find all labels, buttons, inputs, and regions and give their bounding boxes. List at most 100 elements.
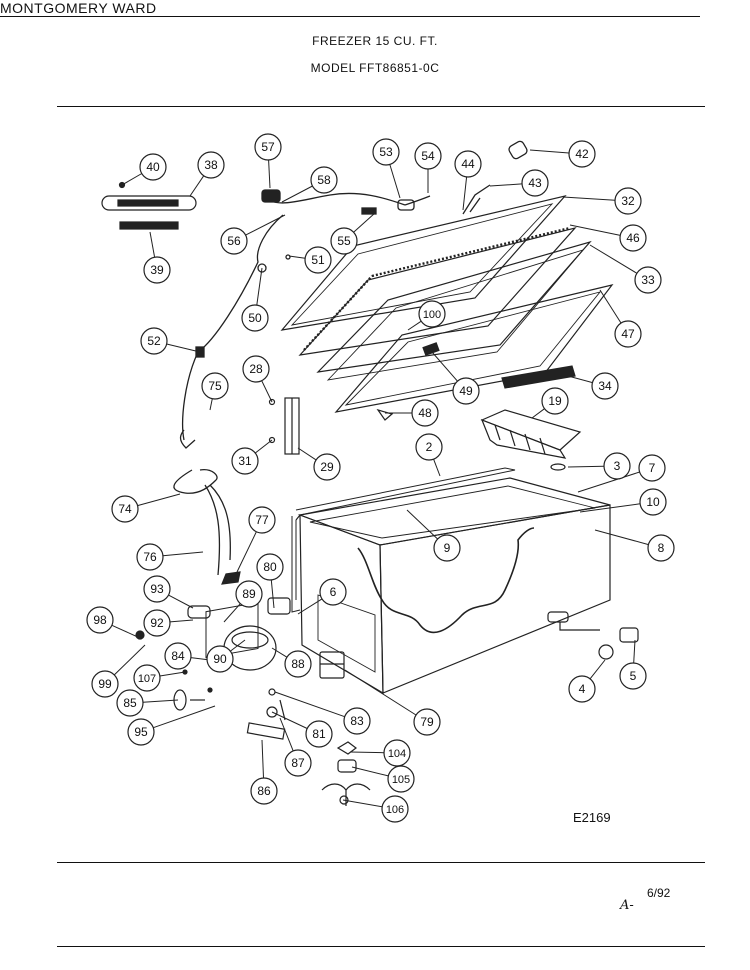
callout-label-58: 58 [317,173,331,187]
callout-85: 85 [116,689,144,717]
callout-89: 89 [235,580,263,608]
callout-label-3: 3 [614,459,621,473]
leader-line-55 [353,212,376,233]
callout-99: 99 [91,670,119,698]
callout-52: 52 [140,327,168,355]
leader-line-46 [569,224,621,236]
callout-circle-83 [343,707,371,735]
leader-line-107 [159,671,186,677]
callout-label-8: 8 [658,541,665,555]
callout-circle-75 [201,372,229,400]
figure-code: E2169 [573,810,611,825]
callout-47: 47 [614,320,642,348]
callout-77: 77 [248,506,276,534]
drain-assembly [547,463,639,660]
callout-32: 32 [614,187,642,215]
callout-circle-93 [143,575,171,603]
callout-33: 33 [634,266,662,294]
callout-circle-104 [383,739,411,767]
callout-circle-38 [197,151,225,179]
lid-assembly [280,194,614,413]
leader-line-31 [254,439,273,454]
callout-circle-86 [250,777,278,805]
callout-circle-89 [235,580,263,608]
callout-label-75: 75 [208,379,222,393]
leader-line-81 [271,711,308,729]
callout-88: 88 [284,650,312,678]
leader-line-88 [271,647,288,658]
callout-label-87: 87 [291,756,305,770]
callout-label-5: 5 [630,669,637,683]
callout-label-55: 55 [337,234,351,248]
callout-29: 29 [313,453,341,481]
leader-line-10 [579,503,641,513]
leader-line-99 [113,644,146,676]
callout-circle-28 [242,355,270,383]
leader-line-52 [166,343,201,353]
callout-circle-107 [133,664,161,692]
leader-line-44 [462,176,468,211]
callout-label-39: 39 [150,263,164,277]
brand-name: MONTGOMERY WARD [0,0,157,16]
leader-line-32 [562,196,616,201]
leader-line-7 [577,471,640,493]
callout-label-89: 89 [242,587,256,601]
callout-circle-2 [415,433,443,461]
callout-circle-76 [136,543,164,571]
leader-line-76 [162,551,204,557]
callout-46: 46 [619,224,647,252]
leader-line-58 [281,185,313,203]
callout-label-99: 99 [98,677,112,691]
callout-9: 9 [433,534,461,562]
page-title: FREEZER 15 CU. FT. [312,34,438,48]
callout-92: 92 [143,609,171,637]
callout-95: 95 [127,718,155,746]
callout-label-88: 88 [291,657,305,671]
callout-label-42: 42 [575,147,589,161]
leader-line-5 [633,639,636,664]
callout-circle-4 [568,675,596,703]
callout-circle-48 [411,399,439,427]
callout-circle-10 [639,488,667,516]
leader-line-19 [531,408,545,419]
callout-circle-77 [248,506,276,534]
callout-circle-80 [256,553,284,581]
callout-label-93: 93 [150,582,164,596]
callout-label-51: 51 [311,253,325,267]
callout-circle-46 [619,224,647,252]
callout-circle-3 [603,452,631,480]
callout-circle-7 [638,454,666,482]
leader-line-34 [567,375,593,384]
callout-19: 19 [541,387,569,415]
callout-circle-57 [254,133,282,161]
callout-label-2: 2 [426,440,433,454]
callout-circle-39 [143,256,171,284]
callout-40: 40 [139,153,167,181]
callout-104: 104 [383,739,411,767]
callout-label-28: 28 [249,362,263,376]
callout-label-31: 31 [238,454,252,468]
callout-label-95: 95 [134,725,148,739]
callout-circle-44 [454,150,482,178]
leader-line-74 [137,493,181,507]
callout-3: 3 [603,452,631,480]
leader-line-104 [349,751,385,754]
callout-circle-49 [452,377,480,405]
callout-circle-9 [433,534,461,562]
callout-90: 90 [206,645,234,673]
callout-circle-51 [304,246,332,274]
leader-line-8 [594,529,649,546]
trim-strip [501,365,576,389]
callout-circle-58 [310,166,338,194]
leader-line-100 [407,320,422,331]
callout-label-29: 29 [320,460,334,474]
callout-label-53: 53 [379,145,393,159]
callout-label-85: 85 [123,696,137,710]
callout-4: 4 [568,675,596,703]
callout-circle-98 [86,606,114,634]
callout-label-40: 40 [146,160,160,174]
callout-79: 79 [413,708,441,736]
callout-58: 58 [310,166,338,194]
callout-leaders [111,149,649,808]
